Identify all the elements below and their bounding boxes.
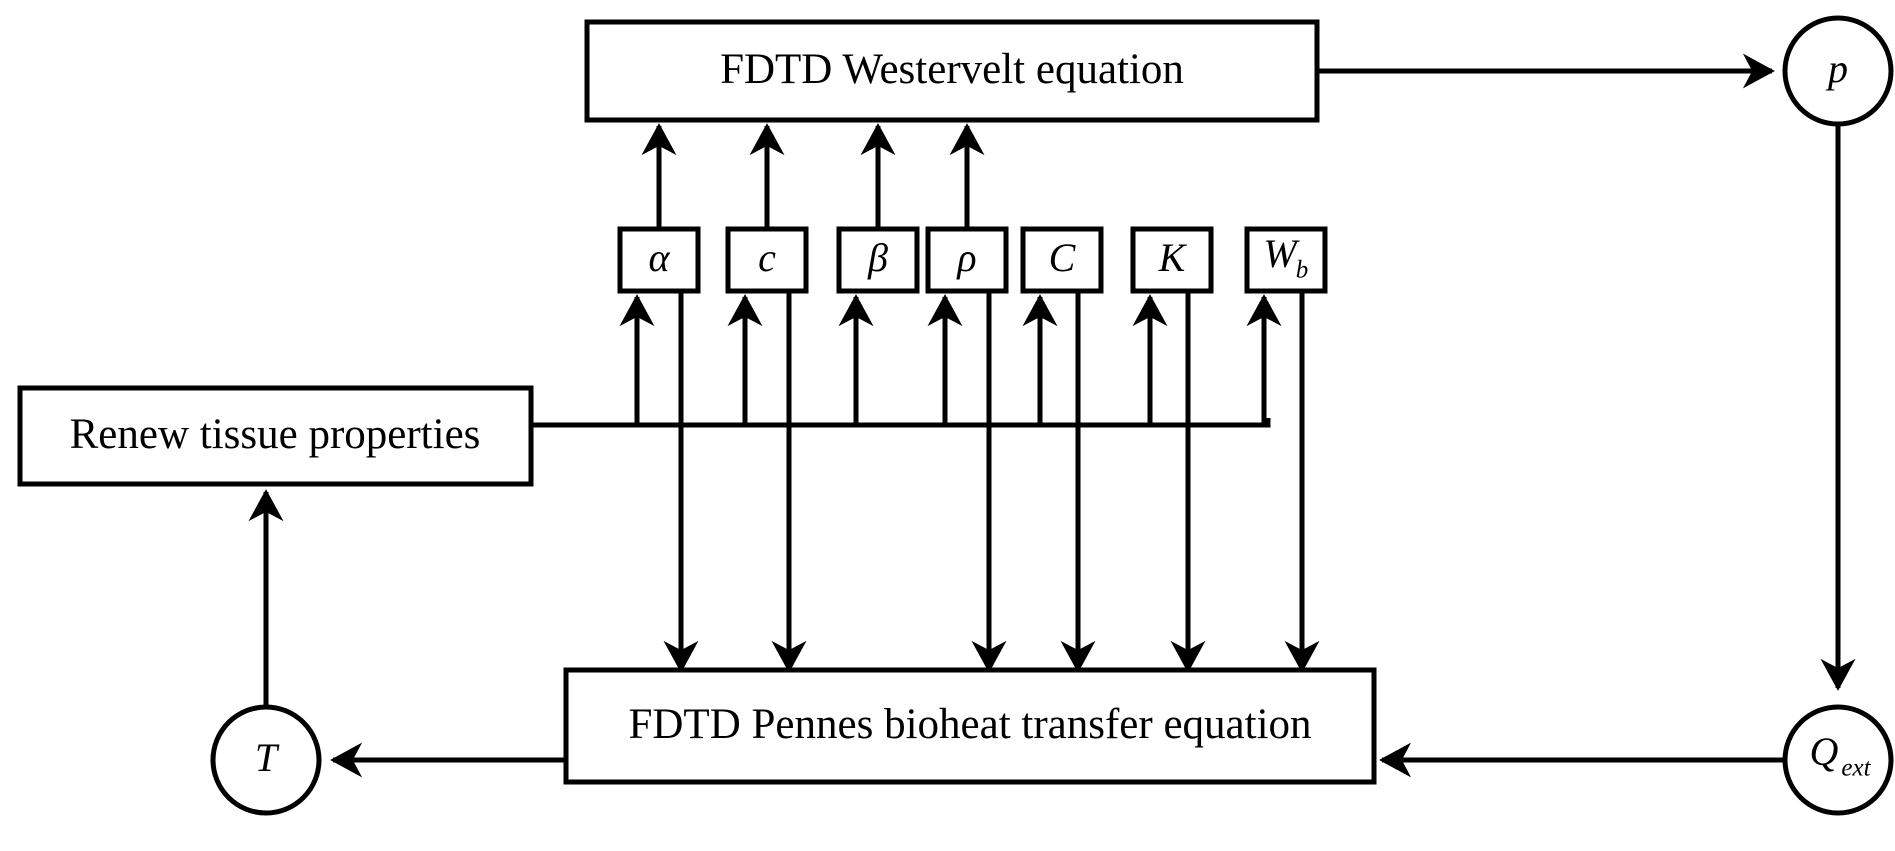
pressure-circle: p [1782, 15, 1894, 127]
param-box-K: K [1130, 226, 1214, 294]
param-box-alpha-label: α [649, 235, 671, 280]
param-box-Wb: W b [1244, 226, 1328, 294]
renew-box-label: Renew tissue properties [70, 411, 481, 458]
param-box-K-label: K [1158, 235, 1188, 280]
pressure-circle-label: p [1825, 46, 1848, 91]
renew-box: Renew tissue properties [17, 385, 534, 487]
westervelt-box-rect [584, 19, 1320, 123]
qext-circle: Q ext [1782, 704, 1894, 816]
pennes-box: FDTD Pennes bioheat transfer equation [563, 667, 1377, 785]
param-box-alpha-rect [617, 226, 701, 294]
param-box-beta: β [836, 226, 920, 294]
param-box-rho: ρ [925, 226, 1009, 294]
pennes-box-label: FDTD Pennes bioheat transfer equation [628, 701, 1311, 748]
param-box-K-rect [1130, 226, 1214, 294]
param-box-Wb-subscript: b [1296, 257, 1309, 284]
westervelt-box: FDTD Westervelt equation [584, 19, 1320, 123]
param-box-C: C [1020, 226, 1104, 294]
westervelt-box-label: FDTD Westervelt equation [720, 46, 1184, 93]
param-box-beta-label: β [867, 235, 888, 280]
qext-circle-label: Q [1810, 729, 1839, 774]
temperature-circle: T [210, 704, 322, 816]
edge-renew-bus [531, 418, 1271, 428]
param-box-alpha: α [617, 226, 701, 294]
param-box-Wb-label: W [1263, 231, 1300, 276]
temperature-circle-label: T [255, 735, 280, 780]
renew-box-rect [17, 385, 534, 487]
param-box-C-rect [1020, 226, 1104, 294]
param-box-c-label: c [758, 235, 776, 280]
qext-circle-subscript: ext [1841, 755, 1871, 782]
param-box-rho-label: ρ [955, 235, 976, 280]
param-box-C-label: C [1049, 235, 1077, 280]
pennes-box-rect [563, 667, 1377, 785]
param-box-Wb-rect [1244, 226, 1328, 294]
param-box-c: c [725, 226, 809, 294]
